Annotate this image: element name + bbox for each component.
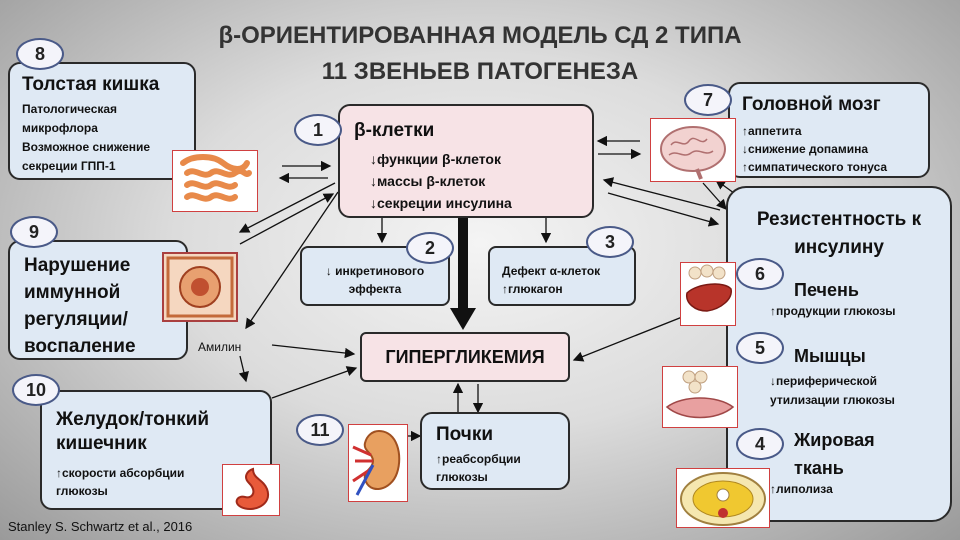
detail-line: микрофлора: [22, 121, 98, 135]
heading-line: кишечник: [56, 433, 147, 454]
detail-line: Возможное снижение: [22, 140, 151, 154]
node-kidneys: Почки ↑реабсорбции глюкозы: [420, 412, 570, 490]
title-line-2: 11 ЗВЕНЬЕВ ПАТОГЕНЕЗА: [321, 58, 639, 85]
detail-line: глюкозы: [436, 470, 488, 484]
text-line: ↓ инкретинового: [325, 264, 425, 278]
detail-line: утилизации глюкозы: [770, 393, 895, 407]
heading-line: Жировая: [794, 430, 875, 450]
node-kidneys-details: ↑реабсорбции глюкозы: [436, 450, 521, 486]
node-stomach-details: ↑скорости абсорбции глюкозы: [56, 464, 184, 500]
detail-line: ↑реабсорбции: [436, 452, 521, 466]
node-immune-text: Нарушение иммунной регуляции/ воспаление: [24, 252, 136, 360]
liver-detail: ↑продукции глюкозы: [770, 304, 896, 318]
detail-line: ↑скорости абсорбции: [56, 466, 185, 480]
node-colon-details: Патологическая микрофлора Возможное сниж…: [22, 100, 150, 176]
node-beta-details: ↓функции β-клеток ↓массы β-клеток ↓секре…: [370, 148, 512, 214]
kidney-illustration: [348, 424, 408, 502]
node-brain: Головной мозг ↑аппетита ↓снижение допами…: [728, 82, 930, 178]
resistance-heading: Резистентность к инсулину: [728, 206, 950, 262]
title-line-1: β-ОРИЕНТИРОВАННАЯ МОДЕЛЬ СД 2 ТИПА: [218, 22, 742, 49]
badge-3: 3: [586, 226, 634, 258]
node-alpha-text: Дефект α-клеток ↑глюкагон: [502, 262, 600, 298]
hyperglycemia-label: ГИПЕРГЛИКЕМИЯ: [385, 347, 545, 367]
badge-2: 2: [406, 232, 454, 264]
detail-line: ↑симпатического тонуса: [742, 160, 888, 174]
badge-9: 9: [10, 216, 58, 248]
detail-line: ↓массы β-клеток: [370, 173, 486, 189]
stomach-illustration: [222, 464, 280, 516]
muscle-heading: Мышцы: [794, 346, 866, 366]
liver-heading: Печень: [794, 280, 859, 300]
node-incretin-text: ↓ инкретинового эффекта: [302, 262, 448, 298]
heading-line: Желудок/тонкий: [56, 409, 210, 430]
heading-line: Резистентность к: [756, 209, 922, 230]
node-beta-cells: β-клетки ↓функции β-клеток ↓массы β-клет…: [338, 104, 594, 218]
text-line: эффекта: [348, 282, 402, 296]
badge-4: 4: [736, 428, 784, 460]
node-stomach-heading: Желудок/тонкий кишечник: [56, 408, 209, 456]
citation: Stanley S. Schwartz et al., 2016: [8, 519, 193, 534]
fat-heading: Жировая ткань: [794, 426, 875, 482]
liver-illustration: [680, 262, 736, 326]
node-kidneys-heading: Почки: [436, 424, 494, 445]
detail-line: ↑аппетита: [742, 124, 802, 138]
heading-line: инсулину: [794, 237, 884, 258]
text-line: регуляции/: [24, 309, 128, 330]
node-immune: Нарушение иммунной регуляции/ воспаление: [8, 240, 188, 360]
text-line: Дефект α-клеток: [502, 264, 601, 278]
immune-cell-illustration: [162, 252, 238, 322]
amylin-label: Амилин: [198, 340, 242, 354]
node-colon-heading: Толстая кишка: [22, 74, 160, 95]
heading-line: ткань: [794, 458, 844, 478]
detail-line: ↓функции β-клеток: [370, 151, 501, 167]
muscle-illustration: [662, 366, 738, 428]
node-hyperglycemia: ГИПЕРГЛИКЕМИЯ: [360, 332, 570, 382]
badge-1: 1: [294, 114, 342, 146]
detail-line: Патологическая: [22, 102, 118, 116]
text-line: ↑глюкагон: [502, 282, 563, 296]
badge-7: 7: [684, 84, 732, 116]
badge-10: 10: [12, 374, 60, 406]
intestine-illustration: [172, 150, 258, 212]
detail-line: глюкозы: [56, 484, 108, 498]
badge-6: 6: [736, 258, 784, 290]
text-line: Нарушение: [24, 255, 131, 276]
muscle-details: ↓периферической утилизации глюкозы: [770, 372, 895, 410]
brain-illustration: [650, 118, 736, 182]
detail-line: ↓снижение допамина: [742, 142, 868, 156]
detail-line: секреции ГПП-1: [22, 159, 116, 173]
detail-line: ↓секреции инсулина: [370, 195, 512, 211]
node-brain-heading: Головной мозг: [742, 94, 881, 115]
badge-8: 8: [16, 38, 64, 70]
badge-11: 11: [296, 414, 344, 446]
text-line: воспаление: [24, 336, 136, 357]
node-beta-heading: β-клетки: [354, 120, 435, 141]
fat-detail: ↑липолиза: [770, 482, 833, 496]
adipose-illustration: [676, 468, 770, 528]
badge-5: 5: [736, 332, 784, 364]
detail-line: ↓периферической: [770, 374, 878, 388]
node-colon: Толстая кишка Патологическая микрофлора …: [8, 62, 196, 180]
text-line: иммунной: [24, 282, 121, 303]
node-brain-details: ↑аппетита ↓снижение допамина ↑симпатичес…: [742, 122, 887, 176]
